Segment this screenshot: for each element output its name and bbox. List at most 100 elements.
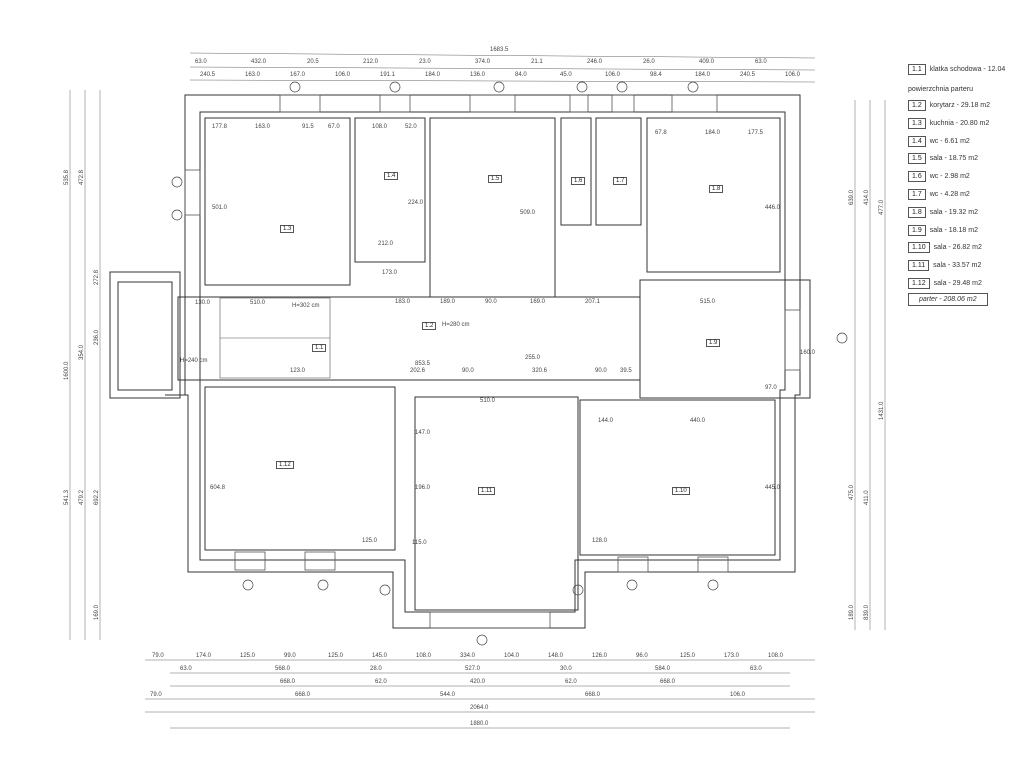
legend-room-label: wc - 4.28 m2 xyxy=(929,191,970,198)
dimension-label: 90.0 xyxy=(462,368,474,374)
legend-room-label: sala - 18.75 m2 xyxy=(929,155,978,163)
dimension-label: 479.2 xyxy=(79,489,85,505)
dimension-label: 163.0 xyxy=(245,72,261,78)
dimension-label: 126.0 xyxy=(592,653,608,659)
dimension-label: 26.0 xyxy=(643,59,655,65)
dimension-label: 79.0 xyxy=(150,692,162,698)
dimension-label: 97.0 xyxy=(765,385,777,391)
dimension-label: 169.0 xyxy=(94,604,100,620)
dimension-label: 169.0 xyxy=(530,299,546,305)
dimension-label: 354.0 xyxy=(79,344,85,360)
room-label: 1.6 xyxy=(571,177,586,185)
dimension-label: 147.0 xyxy=(415,430,431,436)
legend-room-id: 1.8 xyxy=(908,206,926,218)
dimension-label: 584.0 xyxy=(655,666,671,672)
room-1-6-outline xyxy=(560,117,592,226)
dimension-label: 160.0 xyxy=(800,350,816,356)
dimension-label: 2064.0 xyxy=(470,705,489,711)
dimension-label: 63.0 xyxy=(755,59,767,65)
room-1-12-outline xyxy=(204,386,396,551)
dimension-label: 45.0 xyxy=(560,72,572,78)
dimension-label: 115.0 xyxy=(412,540,427,546)
dimension-label: 604.8 xyxy=(210,485,226,491)
dimension-label: 63.0 xyxy=(750,666,762,672)
dimension-label: 472.8 xyxy=(79,169,85,185)
legend-room-id: 1.7 xyxy=(908,189,926,200)
dimension-label: 90.0 xyxy=(595,368,607,374)
legend-room-label: wc - 2.98 m2 xyxy=(929,173,970,181)
staircase xyxy=(219,297,331,379)
dimension-label: 527.0 xyxy=(465,666,481,672)
dimension-label: 668.0 xyxy=(295,692,311,698)
dimension-label: 62.0 xyxy=(375,679,387,685)
dimension-label: 106.0 xyxy=(785,72,801,78)
legend-room-id: 1.6 xyxy=(908,171,926,183)
dimension-label: 136.0 xyxy=(470,72,486,78)
dimension-label: 240.5 xyxy=(740,72,756,78)
ceiling-height-label: H=302 cm xyxy=(292,303,320,309)
legend-heading: powierzchnia parteru xyxy=(908,86,973,93)
dimension-label: 432.0 xyxy=(251,59,267,65)
room-label: 1.8 xyxy=(709,185,724,193)
dimension-label: 839.0 xyxy=(864,604,870,620)
dimension-label: 184.0 xyxy=(425,72,441,78)
room-1-5-outline xyxy=(429,117,556,298)
dimension-label: 20.5 xyxy=(307,59,319,65)
room-1-10-outline xyxy=(579,399,776,556)
dimension-label: 475.0 xyxy=(849,484,855,500)
dimension-label: 144.0 xyxy=(598,418,614,424)
dimension-label: 173.0 xyxy=(724,653,740,659)
windows xyxy=(184,94,801,629)
dimension-label: 246.0 xyxy=(587,59,603,65)
dimension-label: 177.5 xyxy=(748,130,764,136)
dimension-label: 272.8 xyxy=(94,269,100,285)
dimension-label: 692.2 xyxy=(94,489,100,505)
dimension-label: 440.0 xyxy=(690,418,706,424)
dimension-label: 125.0 xyxy=(680,653,696,659)
room-label: 1.4 xyxy=(384,172,399,180)
dimension-lines xyxy=(69,52,886,729)
legend-room-id: 1.12 xyxy=(908,278,930,289)
room-1-7-outline xyxy=(595,117,642,226)
dimension-label: 108.0 xyxy=(372,124,388,130)
room-label: 1.3 xyxy=(280,225,295,233)
dimension-label: 106.0 xyxy=(335,72,351,78)
dimension-label: 509.0 xyxy=(520,210,536,216)
dimension-label: 409.0 xyxy=(699,59,715,65)
dimension-label: 374.0 xyxy=(475,59,491,65)
legend-room-id: 1.9 xyxy=(908,224,926,236)
room-label: 1.5 xyxy=(488,175,503,183)
dimension-label: 52.0 xyxy=(405,124,417,130)
dimension-label: 23.0 xyxy=(419,59,431,65)
dimension-label: 163.0 xyxy=(255,124,271,130)
dimension-label: 108.0 xyxy=(768,653,784,659)
dimension-label: 224.0 xyxy=(408,200,424,206)
dimension-label: 1880.0 xyxy=(470,721,489,727)
dimension-label: 174.0 xyxy=(196,653,212,659)
dimension-label: 106.0 xyxy=(730,692,746,698)
dimension-label: 1683.5 xyxy=(490,47,509,53)
room-1-4-outline xyxy=(354,117,426,263)
dimension-label: 853.5 xyxy=(415,361,431,367)
legend-room-label: sala - 33.57 m2 xyxy=(933,262,982,270)
dimension-label: 255.0 xyxy=(525,355,541,361)
dimension-label: 477.0 xyxy=(879,199,885,215)
dimension-label: 207.1 xyxy=(585,299,601,305)
dimension-label: 541.3 xyxy=(64,489,70,505)
legend-room-id: 1.4 xyxy=(908,135,926,147)
dimension-label: 668.0 xyxy=(280,679,296,685)
dimension-label: 177.8 xyxy=(212,124,228,130)
outer-wall xyxy=(165,94,801,629)
ceiling-height-label: H=240 cm xyxy=(180,358,208,364)
dimension-label: 91.5 xyxy=(302,124,314,130)
corridor-outline xyxy=(177,296,641,381)
dimension-label: 148.0 xyxy=(548,653,564,659)
legend-room-id: 1.1 xyxy=(908,64,926,75)
dimension-label: 544.0 xyxy=(440,692,456,698)
